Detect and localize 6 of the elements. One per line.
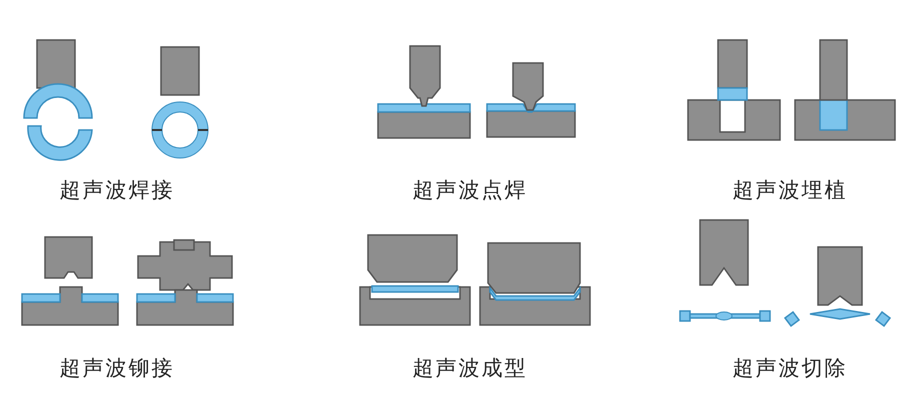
- process-label: 超声波埋植: [732, 177, 848, 204]
- process-label: 超声波点焊: [412, 177, 528, 204]
- process-label: 超声波铆接: [60, 355, 174, 382]
- process-label: 超声波切除: [732, 355, 848, 382]
- process-label: 超声波焊接: [60, 177, 174, 204]
- process-label: 超声波成型: [412, 355, 528, 382]
